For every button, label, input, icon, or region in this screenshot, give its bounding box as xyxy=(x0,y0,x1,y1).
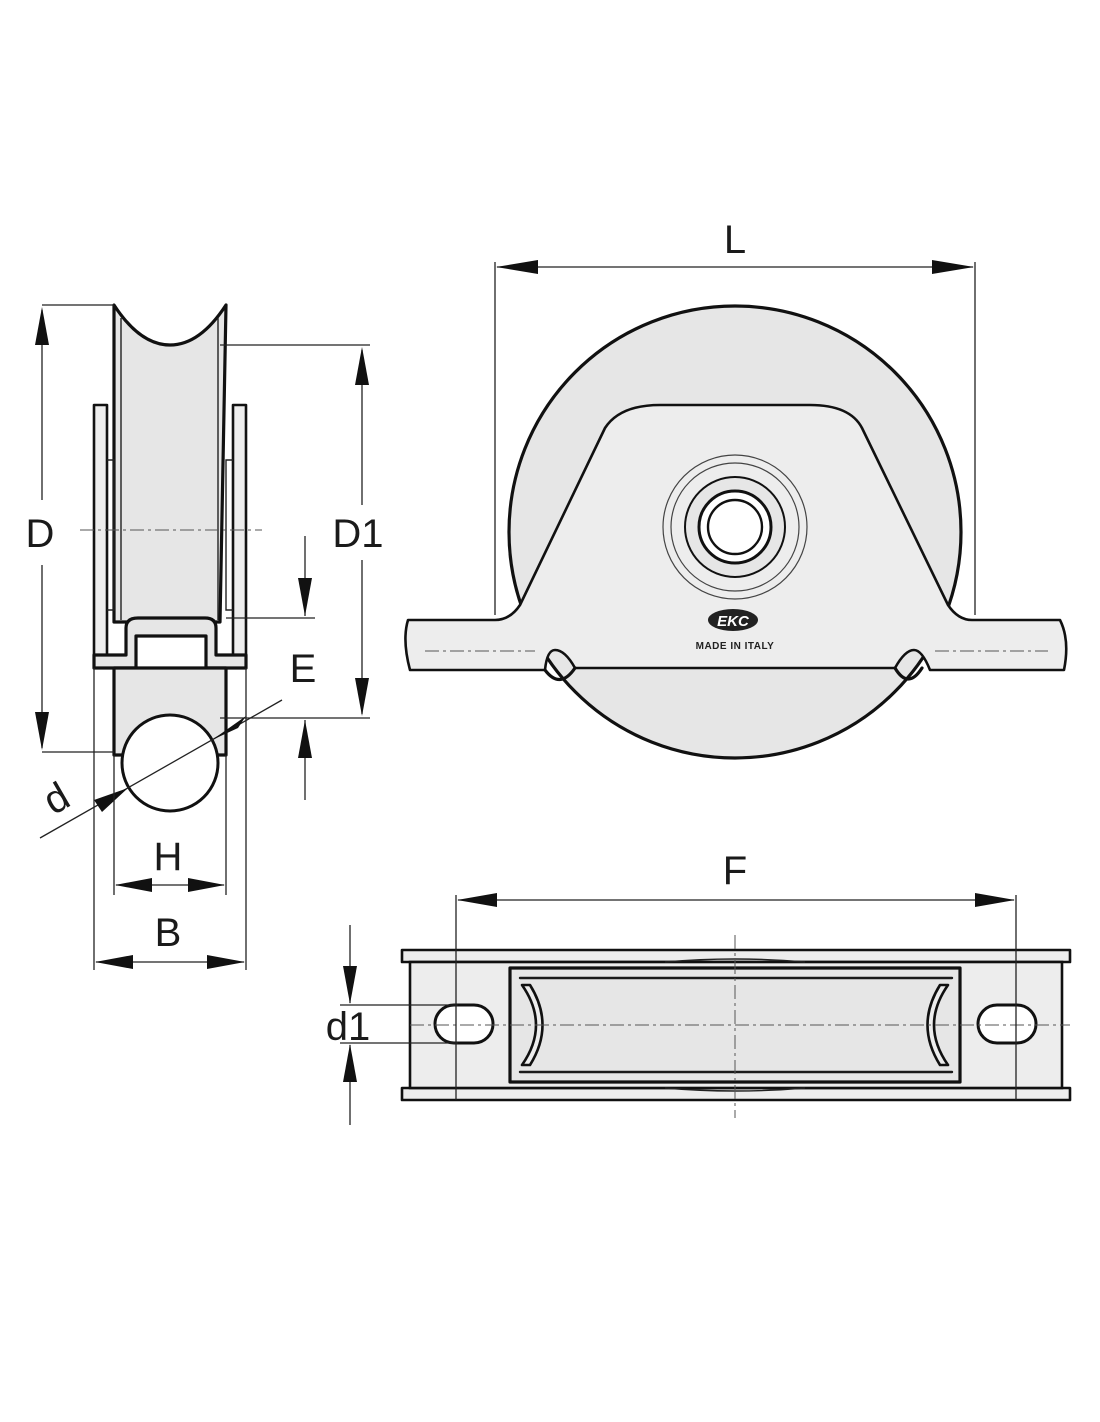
dim-H: H xyxy=(113,755,227,895)
dim-D: D xyxy=(26,304,114,753)
dim-B-label: B xyxy=(155,911,182,955)
dim-D-label: D xyxy=(26,512,55,556)
dim-F: F xyxy=(455,849,1017,1100)
dim-d1: d1 xyxy=(326,925,458,1125)
dim-E-label: E xyxy=(290,647,317,691)
dim-d-label: d xyxy=(36,774,77,823)
dim-B: B xyxy=(93,668,247,970)
top-view xyxy=(400,935,1072,1118)
origin-marking: MADE IN ITALY xyxy=(696,641,775,652)
side-view xyxy=(80,303,262,813)
dim-d1-label: d1 xyxy=(326,1005,371,1049)
dim-L-label: L xyxy=(724,218,746,262)
dim-D1: D1 xyxy=(220,344,384,719)
dim-L: L xyxy=(494,218,976,615)
dim-H-label: H xyxy=(154,835,183,879)
brand-logo: EKC xyxy=(708,609,758,631)
front-view: EKC MADE IN ITALY xyxy=(404,304,1068,760)
brand-logo-text: EKC xyxy=(717,613,750,630)
dim-E: E xyxy=(226,536,316,800)
dim-F-label: F xyxy=(723,849,747,893)
dim-D1-label: D1 xyxy=(332,512,383,556)
